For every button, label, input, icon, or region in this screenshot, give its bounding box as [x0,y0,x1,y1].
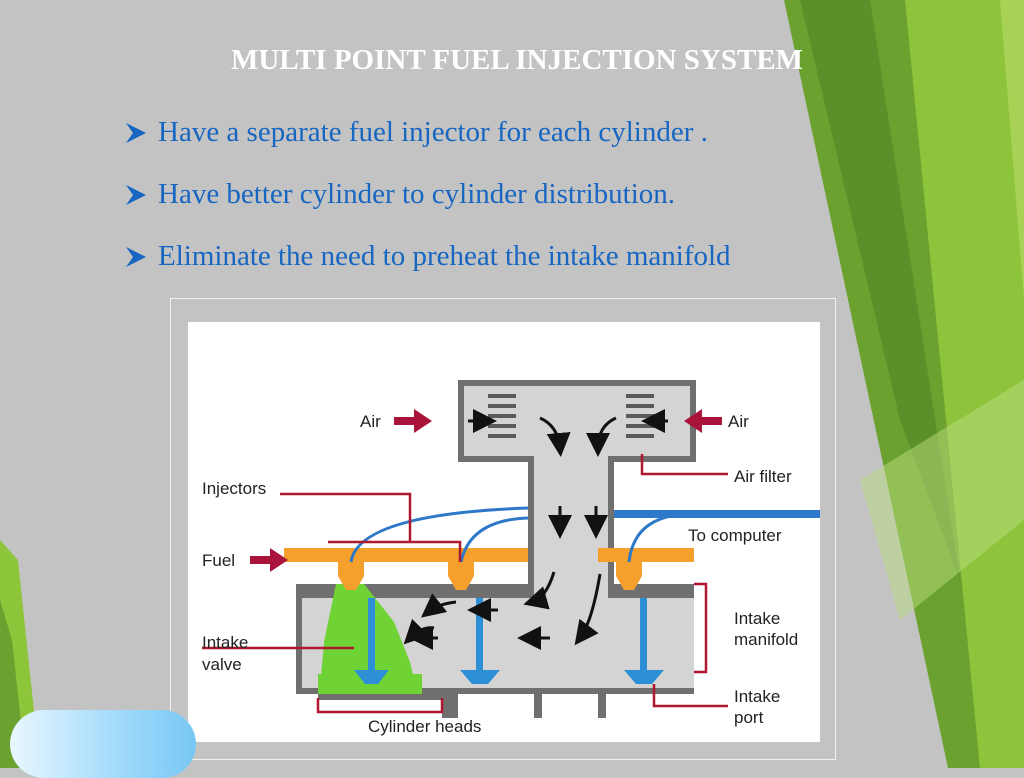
injector-3 [616,562,642,590]
label-fuel: Fuel [202,551,235,570]
slide-title: MULTI POINT FUEL INJECTION SYSTEM [230,44,804,76]
decorative-pill [10,710,196,778]
air-arrow-right [684,409,722,433]
intake-valve-1 [354,598,389,684]
label-intake-valve-line2: valve [202,655,242,674]
bullet-item-3: Eliminate the need to preheat the intake… [124,240,731,280]
bullet-text-1: Have a separate fuel injector for each c… [158,116,708,148]
bullet-item-2: Have better cylinder to cylinder distrib… [124,178,675,218]
bullet-item-1: Have a separate fuel injector for each c… [124,116,708,156]
label-injectors: Injectors [202,479,266,498]
bullet-text-2: Have better cylinder to cylinder distrib… [158,178,676,210]
label-cylinder-heads: Cylinder heads [368,717,481,736]
bullet-arrow-icon [124,116,158,149]
fuel-arrow [250,548,288,572]
computer-lead [614,510,820,518]
injector-1 [338,562,364,590]
bullet-text-3: Eliminate the need to preheat the intake… [158,240,731,272]
leader-lines [202,454,728,714]
cylinder-head-base [296,688,694,694]
intake-valve-3 [624,598,664,684]
label-air-right: Air [728,412,749,431]
label-intake-valve-line1: Intake [202,633,248,652]
diagram-frame [170,298,836,760]
injector-2 [448,562,474,590]
fuel-rail [284,548,528,562]
fuel-injection-diagram: Air Air Air filter Injectors To computer… [188,322,820,742]
bullet-arrow-icon [124,240,158,273]
air-filter-element-right [626,394,654,438]
intake-valve-2 [460,598,500,684]
label-intake-manifold-line2: manifold [734,630,798,649]
label-air-left: Air [360,412,381,431]
bullet-arrow-icon [124,178,158,211]
label-intake-port-line2: port [734,708,764,727]
label-air-filter: Air filter [734,467,792,486]
label-intake-manifold-line1: Intake [734,609,780,628]
label-to-computer: To computer [688,526,782,545]
air-arrow-left [394,409,432,433]
air-filter-element-left [488,394,516,438]
flow-arrows [403,409,668,650]
label-intake-port-line1: Intake [734,687,780,706]
